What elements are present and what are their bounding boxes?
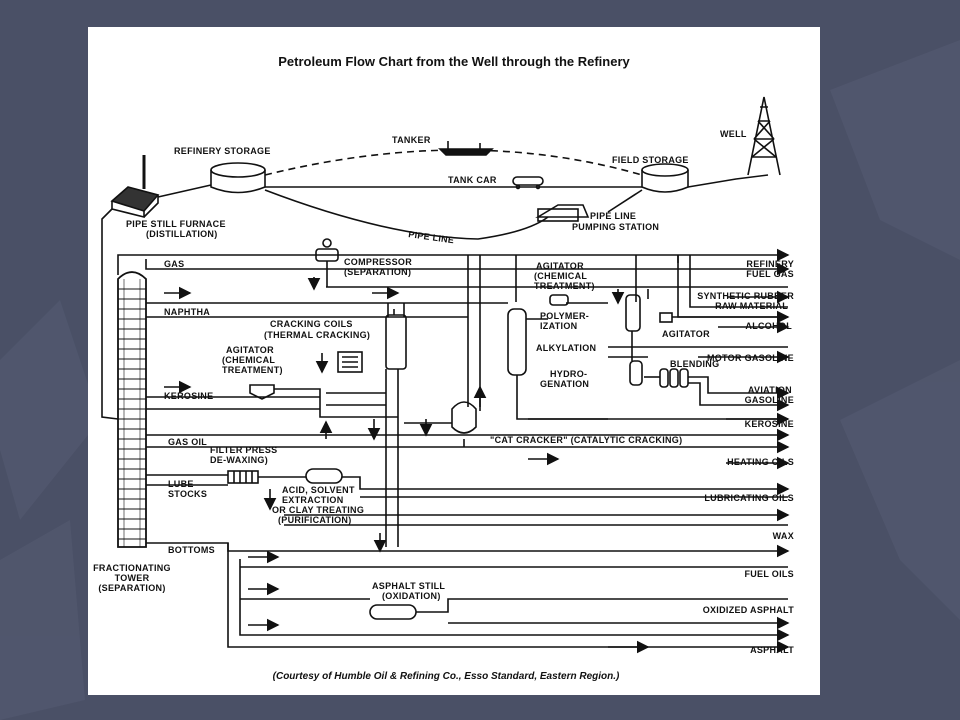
blending-label: BLENDING [670,359,719,369]
fraction-lube: LUBE [168,479,194,489]
agitator-left-label-3: TREATMENT) [222,365,283,375]
product-synthetic-rubber-1: SYNTHETIC RUBBER [697,291,794,301]
agitator-left-label-1: AGITATOR [226,345,274,355]
purification-label-2: EXTRACTION [282,495,344,505]
chart-title: Petroleum Flow Chart from the Well throu… [278,54,630,69]
alkylation-column-icon [507,308,527,376]
pipe-line-label: PIPE LINE [408,229,455,245]
fraction-kerosine: KEROSINE [164,391,213,401]
purification-label-4: (PURIFICATION) [278,515,352,525]
polymerization-label-2: IZATION [540,321,577,331]
filter-press-icon [227,470,259,484]
blending-tanks-icon [659,368,689,388]
hydrogenation-label-1: HYDRO- [550,369,587,379]
compressor-label-2: (SEPARATION) [344,267,411,277]
fraction-bottoms: BOTTOMS [168,545,215,555]
polymerization-label-1: POLYMER- [540,311,589,321]
fraction-gas: GAS [164,259,184,269]
compressor-label-1: COMPRESSOR [344,257,412,267]
hydrogenation-label-2: GENATION [540,379,589,389]
field-storage-tank-icon [641,163,689,193]
fractionating-tower-icon [117,271,147,548]
product-synthetic-rubber-2: RAW MATERIAL [715,301,788,311]
furnace-label-2: (DISTILLATION) [146,229,218,239]
tower-label-2: TOWER [115,573,150,583]
product-fuel-oils: FUEL OILS [744,569,794,579]
flow-chart: Petroleum Flow Chart from the Well throu… [93,54,795,682]
tanker-ship-icon [438,141,494,156]
fraction-gas-oil: GAS OIL [168,437,207,447]
product-oxidized-asphalt: OXIDIZED ASPHALT [703,605,795,615]
pumping-station-label-1: PIPE LINE [590,211,636,221]
right-column-icon [625,294,643,386]
cat-cracker-icon [451,401,477,447]
cracking-coils-icon [337,309,407,373]
agitator-small-label: AGITATOR [662,329,710,339]
product-alcohol: ALCOHOL [745,321,792,331]
product-asphalt: ASPHALT [750,645,794,655]
cracking-coils-label-2: (THERMAL CRACKING) [264,330,370,340]
asphalt-still-label-1: ASPHALT STILL [372,581,445,591]
refinery-storage-label: REFINERY STORAGE [174,146,271,156]
product-wax: WAX [773,531,794,541]
refinery-storage-tank-icon [210,162,266,194]
purification-label-1: ACID, SOLVENT [282,485,355,495]
asphalt-still-icon [369,604,417,620]
product-motor-gasoline: MOTOR GASOLINE [707,353,794,363]
product-fuel-gas-2: FUEL GAS [746,269,794,279]
purification-vessel-icon [305,468,343,484]
pumping-station-icon [535,204,590,222]
well-label: WELL [720,129,747,139]
fraction-naphtha: NAPHTHA [164,307,210,317]
filter-press-label-1: FILTER PRESS [210,445,277,455]
furnace-label-1: PIPE STILL FURNACE [126,219,226,229]
purification-label-3: OR CLAY TREATING [272,505,364,515]
pumping-station-label-2: PUMPING STATION [572,222,659,232]
agitator-top-label-3: TREATMENT) [534,281,595,291]
agitator-left-label-2: (CHEMICAL [222,355,275,365]
tank-car-label: TANK CAR [448,175,497,185]
tower-label-3: (SEPARATION) [98,583,165,593]
product-lubricating-oils: LUBRICATING OILS [704,493,794,503]
tower-label-1: FRACTIONATING [93,563,171,573]
agitator-top-label-1: AGITATOR [536,261,584,271]
product-aviation-gasoline-1: AVIATION [748,385,792,395]
product-heating-oils: HEATING OILS [727,457,794,467]
asphalt-still-label-2: (OXIDATION) [382,591,441,601]
oil-derrick-icon [747,96,781,176]
alkylation-label: ALKYLATION [536,343,596,353]
agitator-top-label-2: (CHEMICAL [534,271,587,281]
tanker-label: TANKER [392,135,431,145]
filter-press-label-2: DE-WAXING) [210,455,268,465]
polymerization-icon [549,294,569,306]
credit-line: (Courtesy of Humble Oil & Refining Co., … [273,671,620,682]
fraction-stocks: STOCKS [168,489,207,499]
product-aviation-gasoline-2: GASOLINE [745,395,794,405]
field-storage-label: FIELD STORAGE [612,155,689,165]
compressor-icon [315,238,339,287]
cracking-coils-label-1: CRACKING COILS [270,319,353,329]
cat-cracker-label: "CAT CRACKER" (CATALYTIC CRACKING) [490,435,682,445]
product-kerosine: KEROSINE [745,419,794,429]
agitator-left-icon [249,384,275,400]
pipe-still-furnace-icon [110,155,160,219]
product-fuel-gas-1: REFINERY [746,259,794,269]
agitator-small-icon [659,312,673,323]
tank-car-icon [512,176,544,190]
diagram-panel: Petroleum Flow Chart from the Well throu… [88,27,820,695]
